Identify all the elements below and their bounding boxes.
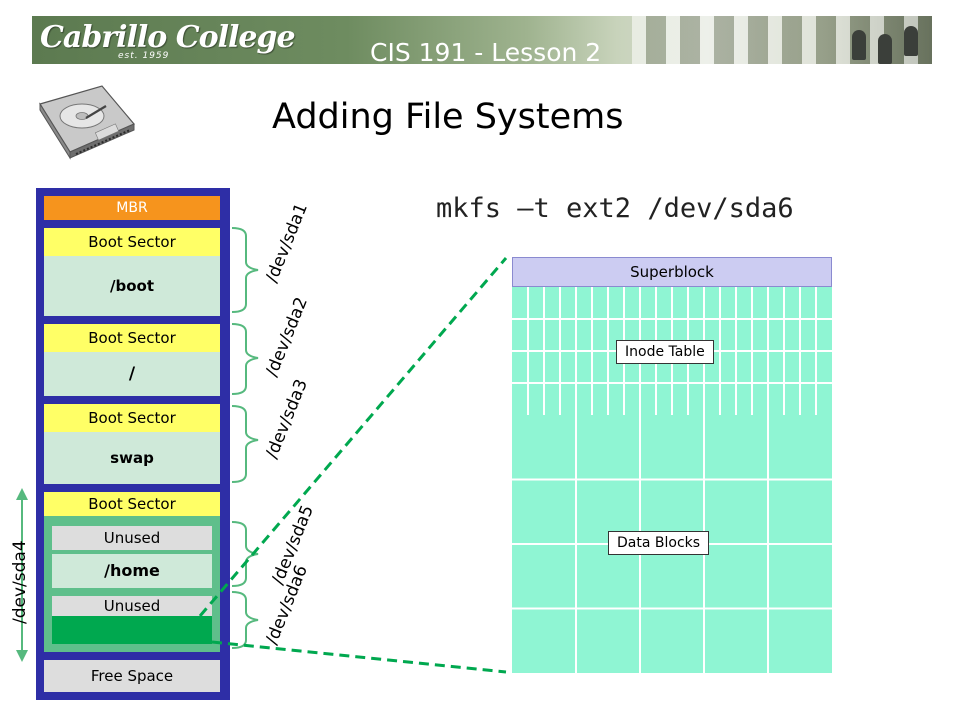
mbr-block: MBR [44,196,220,220]
mapping-line-top [198,257,508,617]
data-blocks-label: Data Blocks [608,531,710,555]
page-title: Adding File Systems [272,97,624,137]
boot-sector-sda3: Boot Sector [44,404,220,432]
hard-drive-icon [39,85,135,160]
mapping-line-bottom [211,640,507,674]
inode-table-label: Inode Table [616,340,714,364]
label-sda4: /dev/sda4 [10,540,30,624]
boot-filesystem: /boot [44,256,220,316]
label-sda3: /dev/sda3 [262,376,312,462]
unused-space-1: Unused [52,526,212,550]
root-filesystem: / [44,352,220,396]
brace-sda5 [231,521,259,587]
brace-sda6 [231,591,259,649]
arrow-down-icon [16,650,28,662]
brace-sda1 [231,227,259,313]
banner-figure [904,26,918,56]
swap-filesystem: swap [44,432,220,484]
boot-sector-sda1: Boot Sector [44,228,220,256]
college-logo: Cabrillo College [40,20,296,55]
banner-figure [852,30,866,60]
mkfs-command: mkfs –t ext2 /dev/sda6 [436,193,794,224]
home-filesystem: /home [52,554,212,588]
arrow-up-icon [16,488,28,500]
free-space-block: Free Space [44,660,220,692]
label-sda1: /dev/sda1 [262,200,312,286]
brace-sda3 [231,405,259,483]
label-sda2: /dev/sda2 [262,294,312,380]
boot-sector-sda2: Boot Sector [44,324,220,352]
superblock: Superblock [512,257,832,287]
course-title: CIS 191 - Lesson 2 [370,38,602,64]
sda6-partition-block [52,616,212,644]
header-banner: Cabrillo College est. 1959 CIS 191 - Les… [32,16,932,64]
banner-figure [878,34,892,64]
unused-space-2: Unused [52,596,212,616]
free-space-label: Free Space [90,667,174,685]
college-logo-est: est. 1959 [118,51,170,61]
brace-sda2 [231,323,259,395]
boot-sector-sda4: Boot Sector [44,492,220,516]
